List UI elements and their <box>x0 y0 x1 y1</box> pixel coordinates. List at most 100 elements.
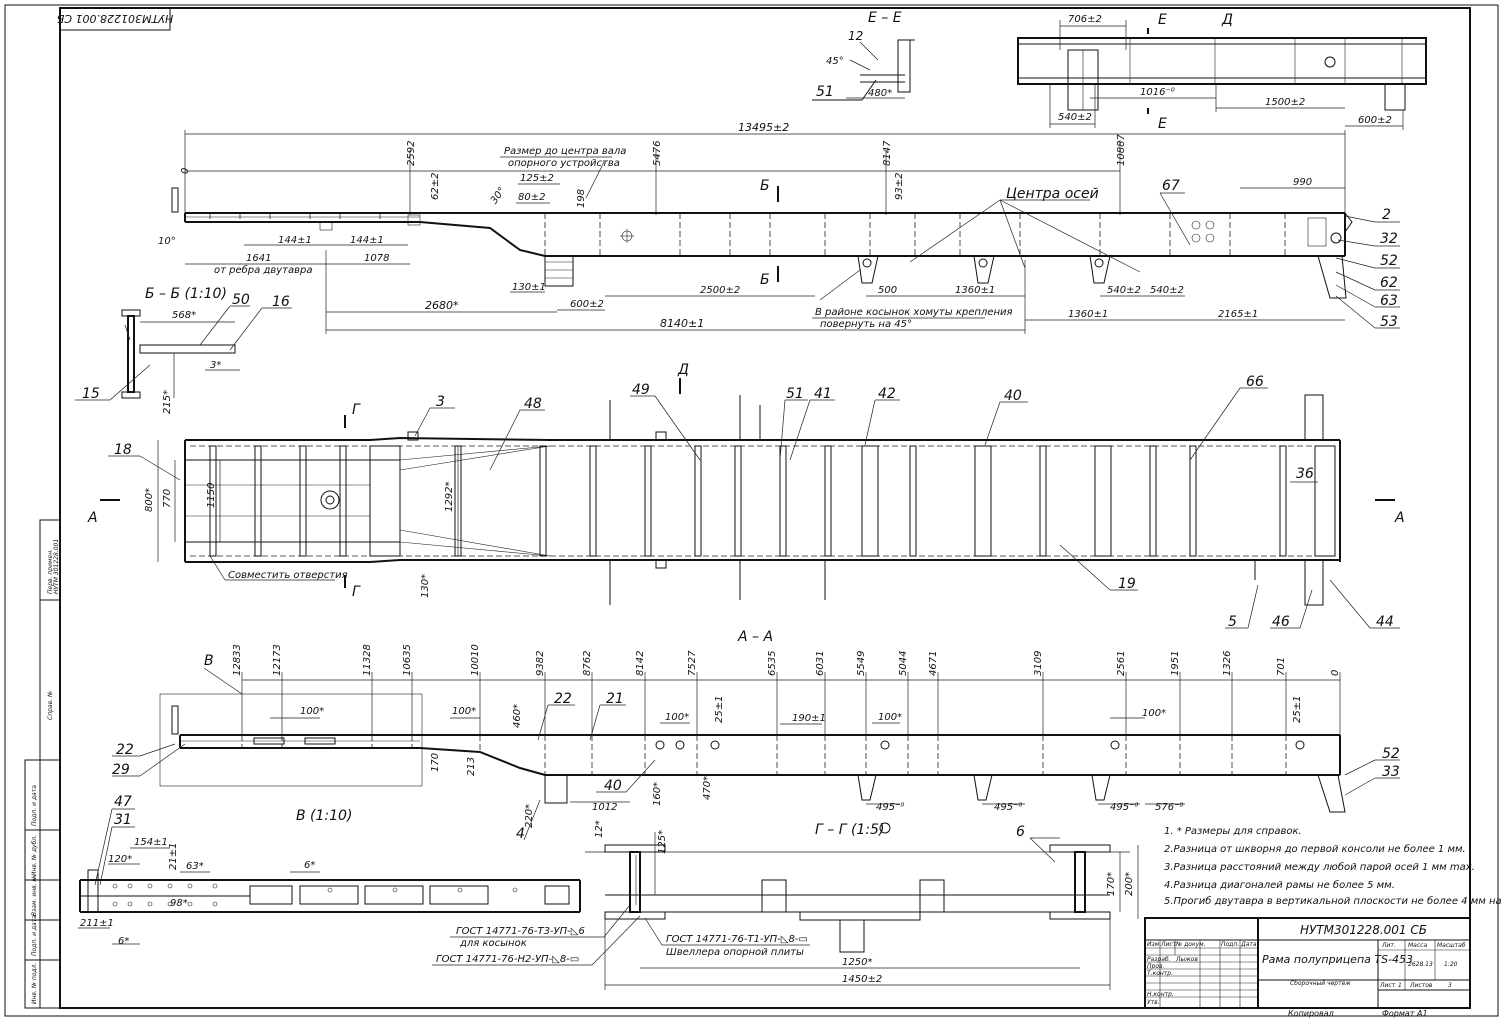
callout-49: 49 <box>632 382 650 398</box>
dim-2500: 2500±2 <box>700 285 740 296</box>
callout-22: 22 <box>554 691 572 707</box>
dim-211: 211±1 <box>80 918 114 929</box>
view-d: Д Е Е 706±2 1016⁻⁰ 1500±2 540±2 600±2 <box>1017 12 1427 132</box>
dim-154: 154±1 <box>134 837 168 848</box>
dim-12b: 12* <box>594 820 605 838</box>
mark-a-right: А <box>1394 510 1405 526</box>
stamp-podp2: Подп. и дата <box>31 915 38 956</box>
dim-100a: 100* <box>300 706 324 717</box>
dim-98: 98* <box>170 898 188 909</box>
dim-overall: 13495±2 <box>738 121 789 134</box>
dim-6a: 6* <box>304 860 315 871</box>
dim-130: 130±1 <box>512 282 546 293</box>
aa-tick-label: 3109 <box>1033 651 1044 676</box>
dim-500: 500 <box>878 285 897 296</box>
dim-600-top: 600±2 <box>1358 115 1392 126</box>
title-gg: Г – Г (1:5) <box>815 822 884 838</box>
tb-format: Формат А1 <box>1382 1009 1428 1018</box>
aa-tick-label: 1326 <box>1222 651 1233 676</box>
dim-25a: 25±1 <box>714 696 725 723</box>
callout-33: 33 <box>1382 764 1400 780</box>
tb-row-list: Лист <box>1160 941 1177 948</box>
dim-63: 63* <box>186 861 204 872</box>
tb-massa: Масса <box>1408 942 1427 949</box>
aa-tick-label: 2561 <box>1116 651 1127 676</box>
aa-tick-label: 10010 <box>470 644 481 676</box>
dim-1360a: 1360±1 <box>955 285 995 296</box>
callout-2: 2 <box>1382 207 1391 223</box>
tb-utv: Утв. <box>1147 999 1160 1006</box>
mark-b-bot: Б <box>760 272 770 288</box>
dim-p8147: 8147 <box>882 140 893 166</box>
tb-data: Дата <box>1240 941 1257 948</box>
side-stamp: Перв. примен. НУТМ 301228.001 Справ. № П… <box>24 519 61 1009</box>
callout-4: 4 <box>516 826 525 842</box>
tb-masshtab: Масштаб <box>1437 942 1466 949</box>
callout-66: 66 <box>1246 374 1264 390</box>
dim-125: 125±2 <box>520 173 554 184</box>
callout-47: 47 <box>114 794 132 810</box>
dim-990: 990 <box>1293 177 1312 188</box>
callout-41: 41 <box>814 386 832 402</box>
dim-540a: 540±2 <box>1107 285 1141 296</box>
tb-list: Лист <box>1379 982 1396 989</box>
gost-3: ГОСТ 14771-76-Т1-УП-◺8-▭ <box>666 934 808 945</box>
dim-p5476: 5476 <box>652 141 663 166</box>
aa-tick-label: 4671 <box>928 651 939 676</box>
dim-770: 770 <box>162 489 173 508</box>
dim-21: 21±1 <box>168 843 179 870</box>
dim-1016: 1016⁻⁰ <box>1140 87 1175 98</box>
aa-tick-label: 701 <box>1276 657 1287 676</box>
dim-1641: 1641 <box>246 253 271 264</box>
dim-10: 10° <box>158 236 176 247</box>
tb-razrab: Разраб. <box>1147 956 1171 963</box>
title-d: Д <box>1221 12 1233 28</box>
callout-51: 51 <box>786 386 804 402</box>
callout-3: 3 <box>436 394 445 410</box>
dim-144a: 144±1 <box>278 235 312 246</box>
note-axle-centers: Центра осей <box>1006 186 1099 202</box>
note-gussets: для косынок <box>459 938 527 949</box>
gost-2: ГОСТ 14771-76-Н2-УП-◺8-▭ <box>436 954 579 965</box>
dim-1292: 1292* <box>444 482 455 512</box>
dim-495c: 495⁻⁰ <box>1110 802 1138 813</box>
dim-215: 215* <box>162 390 173 414</box>
dim-800: 800* <box>144 488 155 512</box>
aa-tick-label: 1951 <box>1170 651 1181 676</box>
callout-42: 42 <box>878 386 896 402</box>
stamp-vzam: Взам. инв. № <box>31 875 38 916</box>
dim-568: 568* <box>172 310 196 321</box>
dim-495b: 495⁻⁰ <box>994 802 1022 813</box>
dim-2680: 2680* <box>425 299 459 312</box>
dim-6b: 6* <box>118 936 129 947</box>
dim-495a: 495⁻⁰ <box>876 802 904 813</box>
dim-198: 198 <box>576 189 587 208</box>
callout-36: 36 <box>1296 466 1314 482</box>
callout-50: 50 <box>232 292 250 308</box>
dim-120: 120* <box>108 854 132 865</box>
mark-d: Д <box>677 362 689 378</box>
note-align: Совместить отверстия <box>228 570 348 581</box>
dim-1012: 1012 <box>592 802 617 813</box>
rotated-code-box: НУТМ301228.001 СБ <box>57 7 173 31</box>
dim-480: 480* <box>868 88 892 99</box>
stamp-dubl: Инв. № дубл. <box>31 835 38 876</box>
dim-170g: 170* <box>1106 872 1117 896</box>
aa-tick-label: 5044 <box>898 651 909 676</box>
note-4: 4.Разница диагоналей рамы не более 5 мм. <box>1164 879 1395 891</box>
aa-tick-label: 6535 <box>767 651 778 676</box>
callout-16: 16 <box>272 294 290 310</box>
dim-1150: 1150 <box>206 483 217 508</box>
aa-tick-label: 7527 <box>687 650 698 676</box>
dim-p10887: 10887 <box>1116 134 1127 166</box>
callout-52: 52 <box>1380 253 1398 269</box>
inner-frame <box>59 7 1471 1009</box>
dim-100c: 100* <box>665 712 689 723</box>
tb-prov: Пров. <box>1147 963 1165 970</box>
mark-g-bot: Г <box>352 584 361 600</box>
callout-15: 15 <box>82 386 100 402</box>
note-channels: Швеллера опорной плиты <box>666 947 804 958</box>
mark-g-top: Г <box>352 402 361 418</box>
mark-v: В <box>204 653 214 669</box>
callout-18: 18 <box>114 442 132 458</box>
